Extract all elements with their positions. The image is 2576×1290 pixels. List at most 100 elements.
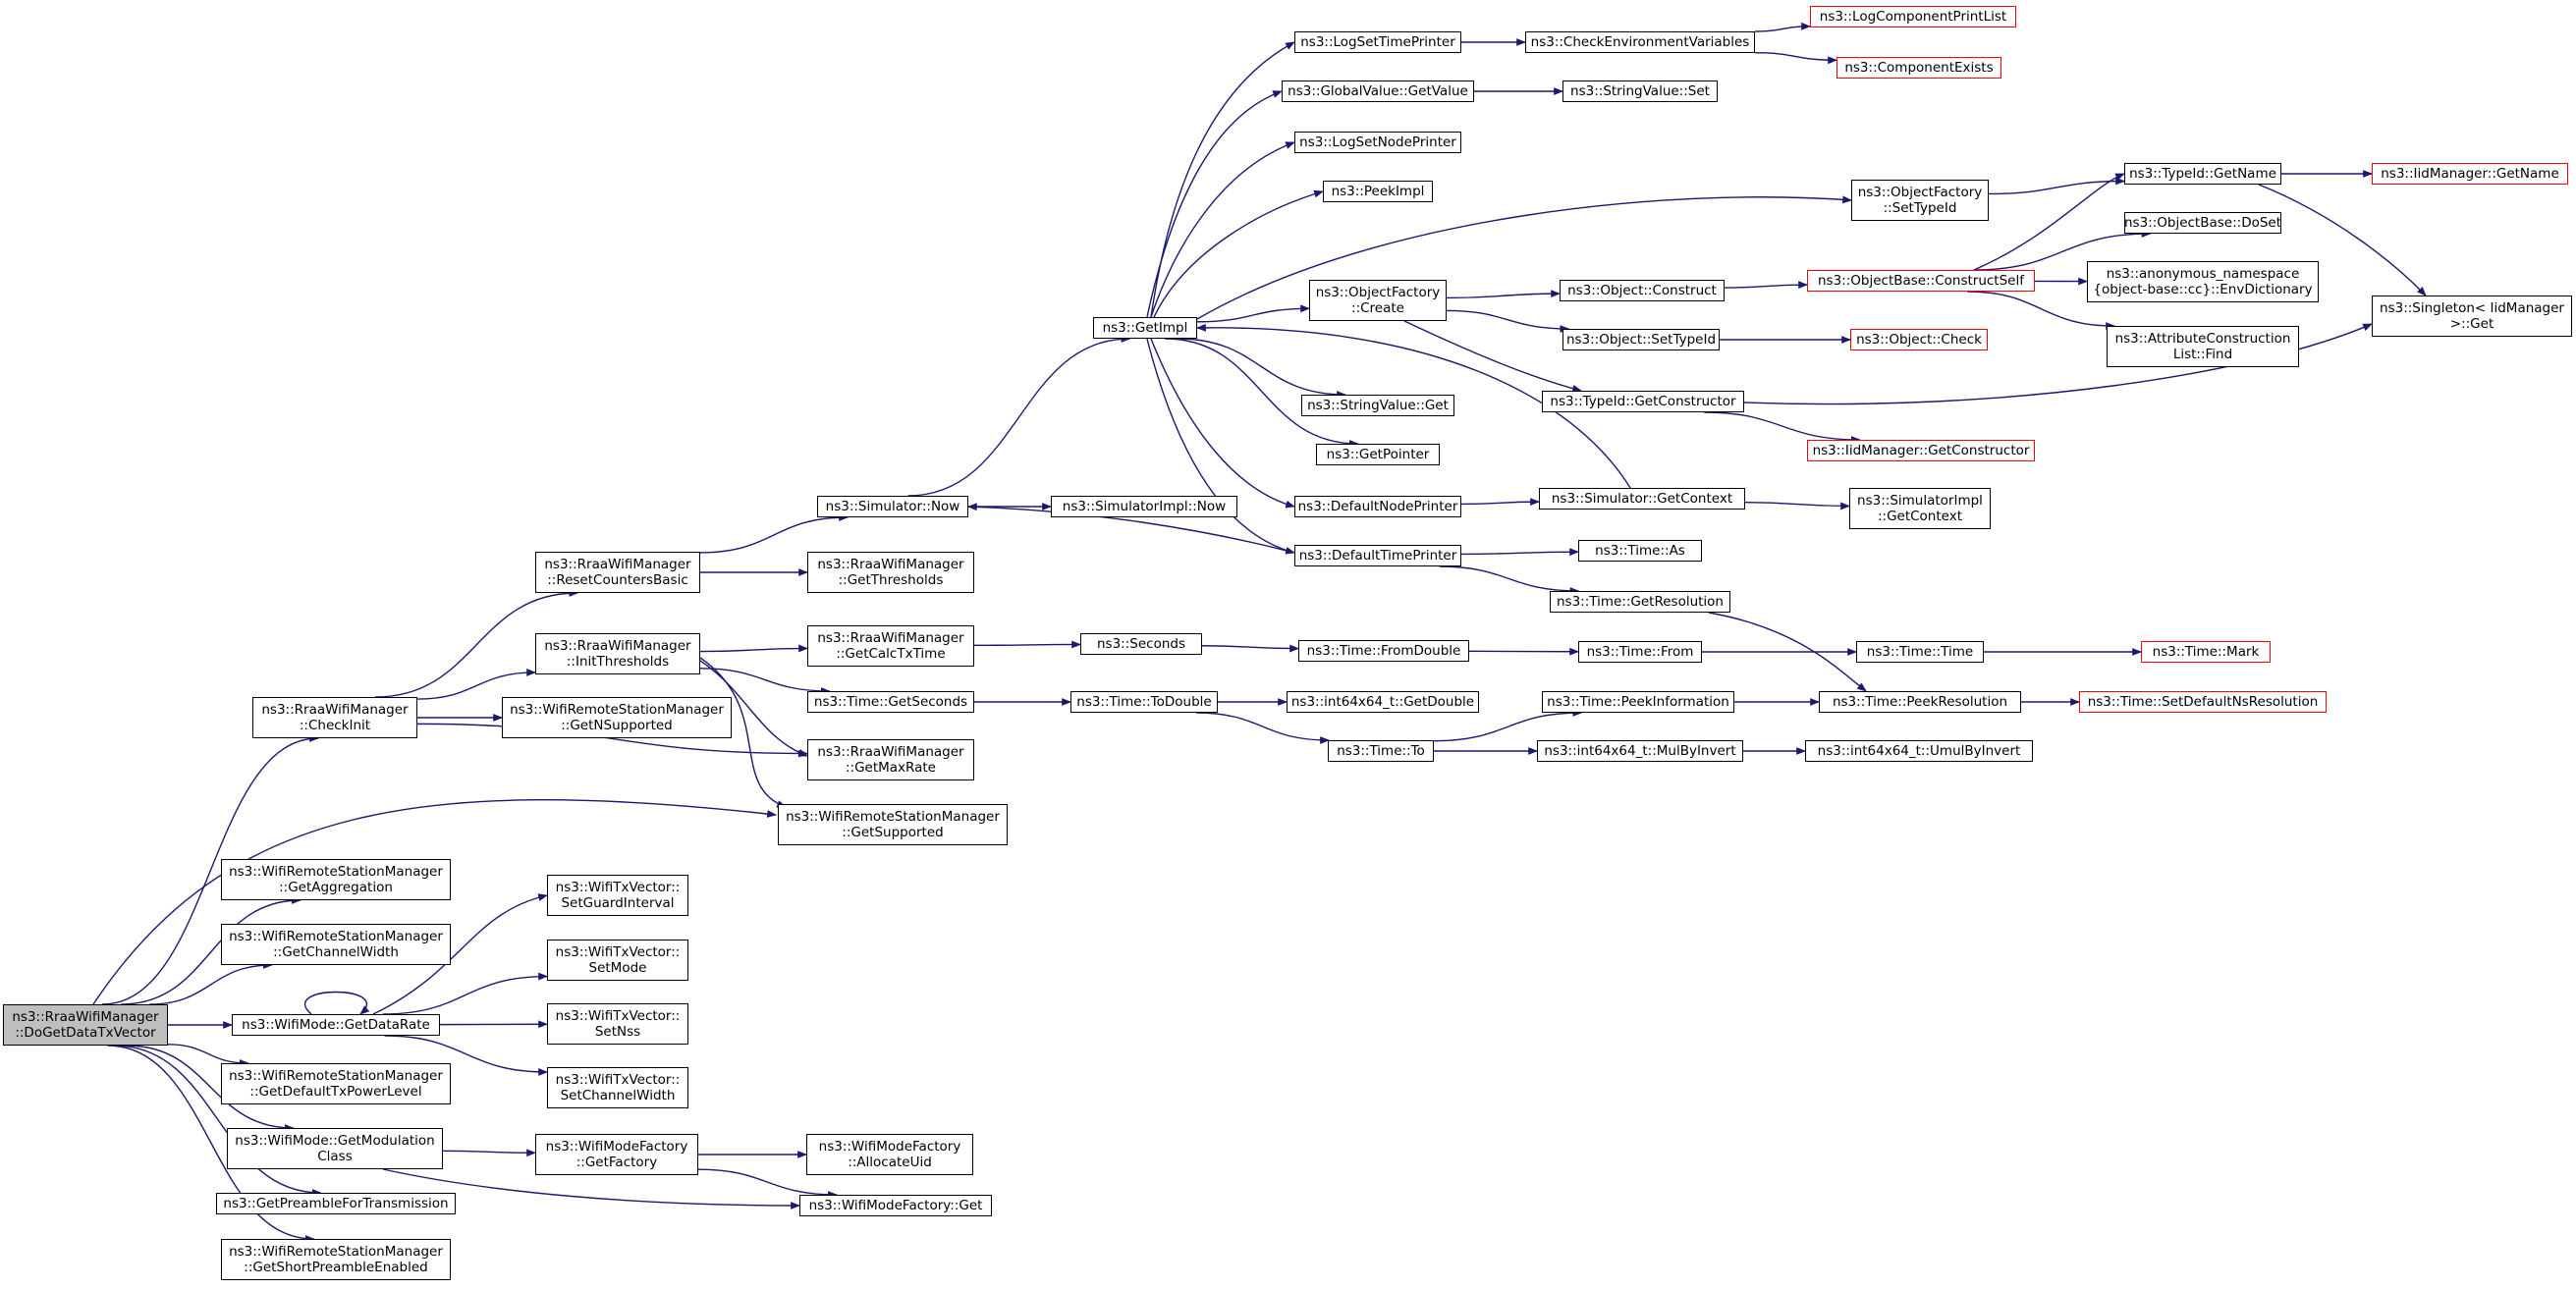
call-edge-typeIdGetConstructor-to-singletonGet: [1743, 323, 2373, 405]
function-node-objectBaseConstructSelf[interactable]: ns3::ObjectBase::ConstructSelf: [1807, 270, 2035, 292]
function-node-int64MulByInvert[interactable]: ns3::int64x64_t::MulByInvert: [1537, 740, 1743, 762]
function-node-simGetContext[interactable]: ns3::Simulator::GetContext: [1539, 488, 1745, 510]
call-edge-root-to-getSupported: [92, 799, 777, 1005]
function-node-resetCountersBasic[interactable]: ns3::RraaWifiManager ::ResetCountersBasi…: [535, 552, 700, 593]
function-node-singletonGet[interactable]: ns3::Singleton< IidManager >::Get: [2372, 296, 2572, 337]
function-node-getCalcTxTime[interactable]: ns3::RraaWifiManager ::GetCalcTxTime: [807, 625, 974, 667]
function-node-objectFactoryCreate[interactable]: ns3::ObjectFactory ::Create: [1309, 280, 1447, 321]
call-edge-getImpl-to-stringValueGet: [1177, 338, 1346, 399]
call-edge-checkEnvVars-to-logCompPrintList: [1754, 22, 1811, 32]
function-node-logSetNodePrinter[interactable]: ns3::LogSetNodePrinter: [1294, 132, 1461, 153]
call-edge-getImpl-to-objectFactoryCreate: [1196, 304, 1310, 323]
function-node-peekImpl[interactable]: ns3::PeekImpl: [1323, 181, 1433, 202]
function-node-initThresholds[interactable]: ns3::RraaWifiManager ::InitThresholds: [535, 633, 700, 674]
call-edge-objectFactoryCreate-to-objectConstruct: [1446, 290, 1561, 299]
function-node-globalValueGetValue[interactable]: ns3::GlobalValue::GetValue: [1282, 81, 1474, 102]
function-node-timePeekResolution[interactable]: ns3::Time::PeekResolution: [1819, 691, 2021, 713]
function-node-setChannelWidth[interactable]: ns3::WifiTxVector:: SetChannelWidth: [547, 1067, 688, 1108]
function-node-typeIdGetName[interactable]: ns3::TypeId::GetName: [2124, 163, 2281, 185]
call-edge-defaultTimePrinter-to-timeGetResolution: [1439, 565, 1580, 595]
function-node-getSupported[interactable]: ns3::WifiRemoteStationManager ::GetSuppo…: [778, 804, 1008, 845]
call-edge-objectFactoryCreate-to-objectSetTypeId: [1446, 309, 1570, 333]
function-node-getDataRate[interactable]: ns3::WifiMode::GetDataRate: [232, 1014, 440, 1036]
function-node-objectCheck[interactable]: ns3::Object::Check: [1850, 329, 1988, 350]
function-node-timeFromDouble[interactable]: ns3::Time::FromDouble: [1298, 640, 1469, 662]
function-node-getAggregation[interactable]: ns3::WifiRemoteStationManager ::GetAggre…: [221, 859, 451, 900]
function-node-objectBaseDoSet[interactable]: ns3::ObjectBase::DoSet: [2124, 212, 2281, 234]
function-node-stringValueGet[interactable]: ns3::StringValue::Get: [1301, 395, 1454, 416]
call-edge-getImpl-to-defaultTimePrinter: [1146, 338, 1295, 555]
function-node-setNss[interactable]: ns3::WifiTxVector:: SetNss: [547, 1003, 688, 1045]
call-edge-getImpl-to-peekImpl: [1153, 189, 1324, 318]
function-node-checkInit[interactable]: ns3::RraaWifiManager ::CheckInit: [252, 697, 417, 738]
call-edge-getDataRate-to-getDataRate: [303, 991, 370, 1015]
function-node-int64UmulByInvert[interactable]: ns3::int64x64_t::UmulByInvert: [1805, 740, 2033, 762]
call-edge-initThresholds-to-getMaxRate: [691, 655, 808, 757]
call-edge-timeTo-to-timePeekInformation: [1433, 709, 1583, 742]
call-edge-getImpl-to-logSetTimePrinter: [1150, 41, 1295, 318]
call-edge-root-to-getChannelWidth: [149, 961, 273, 1005]
root-function-node: ns3::RraaWifiManager ::DoGetDataTxVector: [3, 1004, 168, 1046]
function-node-seconds[interactable]: ns3::Seconds: [1080, 633, 1202, 655]
function-node-getShortPreambleEnabled[interactable]: ns3::WifiRemoteStationManager ::GetShort…: [221, 1239, 451, 1280]
function-node-logSetTimePrinter[interactable]: ns3::LogSetTimePrinter: [1294, 31, 1461, 53]
function-node-timeSetDefaultNsResolution[interactable]: ns3::Time::SetDefaultNsResolution: [2079, 691, 2327, 713]
function-node-timePeekInformation[interactable]: ns3::Time::PeekInformation: [1542, 691, 1734, 713]
call-edge-objectBaseConstructSelf-to-attrConstructionListFind: [1967, 291, 2116, 330]
function-node-simImplNow[interactable]: ns3::SimulatorImpl::Now: [1051, 496, 1237, 517]
function-node-simImplGetContext[interactable]: ns3::SimulatorImpl ::GetContext: [1849, 488, 1991, 529]
function-node-iidManagerGetName[interactable]: ns3::IidManager::GetName: [2372, 163, 2568, 185]
function-node-getModulationClass[interactable]: ns3::WifiMode::GetModulation Class: [227, 1128, 443, 1169]
call-edge-getImpl-to-logSetNodePrinter: [1150, 141, 1295, 318]
function-node-logCompPrintList[interactable]: ns3::LogComponentPrintList: [1810, 6, 2016, 27]
function-node-getPointer[interactable]: ns3::GetPointer: [1316, 444, 1440, 465]
call-edge-checkInit-to-getMaxRate: [416, 723, 808, 758]
function-node-objectSetTypeId[interactable]: ns3::Object::SetTypeId: [1562, 329, 1720, 350]
call-edge-simNow-to-getImpl: [907, 335, 1131, 497]
function-node-checkEnvVars[interactable]: ns3::CheckEnvironmentVariables: [1525, 31, 1755, 53]
function-node-objectFactorySetTypeId[interactable]: ns3::ObjectFactory ::SetTypeId: [1851, 180, 1989, 221]
call-edge-getDataRate-to-setMode: [382, 972, 548, 1015]
function-node-timeMark[interactable]: ns3::Time::Mark: [2141, 641, 2271, 663]
function-node-timeGetSeconds[interactable]: ns3::Time::GetSeconds: [807, 691, 974, 713]
function-node-int64GetDouble[interactable]: ns3::int64x64_t::GetDouble: [1287, 691, 1479, 713]
call-edge-wifiModeFactoryGetFactory-to-wifiModeFactoryGet: [697, 1168, 838, 1199]
function-node-timeTo[interactable]: ns3::Time::To: [1328, 740, 1434, 762]
function-node-getDefaultTxPowerLevel[interactable]: ns3::WifiRemoteStationManager ::GetDefau…: [221, 1063, 451, 1104]
call-edge-getImpl-to-globalValueGetValue: [1146, 90, 1283, 318]
function-node-getPreambleForTransmission[interactable]: ns3::GetPreambleForTransmission: [216, 1193, 456, 1214]
function-node-allocateUid[interactable]: ns3::WifiModeFactory ::AllocateUid: [806, 1134, 973, 1175]
function-node-getNSupported[interactable]: ns3::WifiRemoteStationManager ::GetNSupp…: [502, 697, 732, 738]
function-node-getMaxRate[interactable]: ns3::RraaWifiManager ::GetMaxRate: [807, 739, 974, 780]
call-edge-checkInit-to-initThresholds: [416, 669, 536, 700]
call-edge-getDataRate-to-setGuardInterval: [372, 893, 548, 1015]
function-node-componentExists[interactable]: ns3::ComponentExists: [1836, 57, 2001, 79]
function-node-defaultTimePrinter[interactable]: ns3::DefaultTimePrinter: [1294, 545, 1461, 566]
function-node-simNow[interactable]: ns3::Simulator::Now: [817, 496, 968, 517]
function-node-timeToDouble[interactable]: ns3::Time::ToDouble: [1070, 691, 1218, 713]
function-node-timeTime[interactable]: ns3::Time::Time: [1856, 641, 1984, 663]
function-node-attrConstructionListFind[interactable]: ns3::AttributeConstruction List::Find: [2107, 326, 2299, 367]
function-node-envDictionary[interactable]: ns3::anonymous_namespace {object-base::c…: [2087, 261, 2319, 302]
function-node-timeFrom[interactable]: ns3::Time::From: [1578, 641, 1702, 663]
function-node-wifiModeFactoryGetFactory[interactable]: ns3::WifiModeFactory ::GetFactory: [535, 1134, 698, 1175]
function-node-setMode[interactable]: ns3::WifiTxVector:: SetMode: [547, 940, 688, 981]
function-node-timeGetResolution[interactable]: ns3::Time::GetResolution: [1550, 591, 1730, 613]
function-node-setGuardInterval[interactable]: ns3::WifiTxVector:: SetGuardInterval: [547, 875, 688, 916]
call-edge-initThresholds-to-timeGetSeconds: [699, 668, 831, 695]
function-node-defaultNodePrinter[interactable]: ns3::DefaultNodePrinter: [1294, 496, 1461, 517]
function-node-getImpl[interactable]: ns3::GetImpl: [1093, 317, 1197, 339]
call-edge-objectConstruct-to-objectBaseConstructSelf: [1724, 281, 1808, 290]
call-edge-root-to-getPreambleForTransmission: [114, 1045, 322, 1197]
function-node-stringValueSet[interactable]: ns3::StringValue::Set: [1562, 81, 1718, 102]
function-node-typeIdGetConstructor[interactable]: ns3::TypeId::GetConstructor: [1542, 391, 1744, 412]
call-edge-getImpl-to-getPointer: [1165, 338, 1359, 448]
function-node-iidManagerGetConstructor[interactable]: ns3::IidManager::GetConstructor: [1807, 440, 2035, 461]
function-node-wifiModeFactoryGet[interactable]: ns3::WifiModeFactory::Get: [799, 1195, 992, 1216]
function-node-getChannelWidth[interactable]: ns3::WifiRemoteStationManager ::GetChann…: [221, 924, 451, 965]
call-edge-root-to-getDefaultTxPowerLevel: [167, 1044, 249, 1067]
call-edge-getDataRate-to-setChannelWidth: [384, 1035, 548, 1076]
function-node-getThresholds[interactable]: ns3::RraaWifiManager ::GetThresholds: [807, 552, 974, 593]
function-node-objectConstruct[interactable]: ns3::Object::Construct: [1560, 280, 1725, 301]
function-node-timeAs[interactable]: ns3::Time::As: [1578, 540, 1702, 562]
